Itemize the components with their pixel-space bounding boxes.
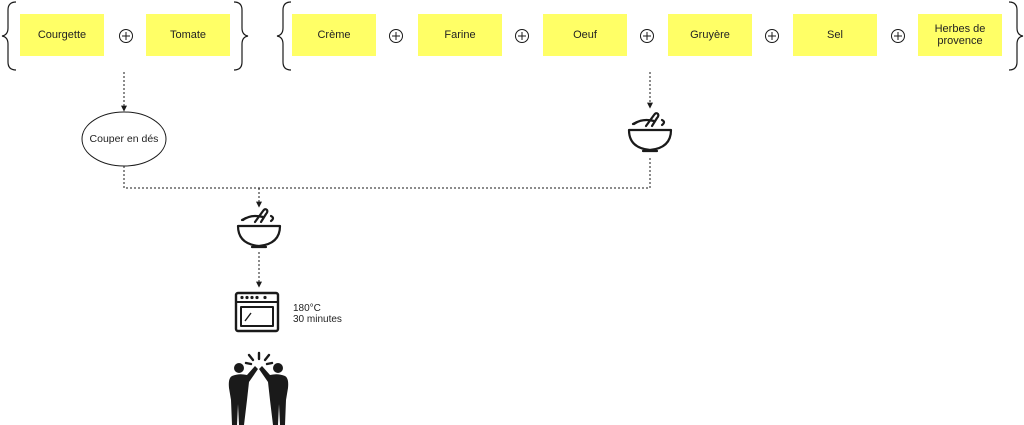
plus-icon bbox=[389, 29, 403, 43]
ingredient-creme[interactable]: Crème bbox=[292, 14, 376, 56]
oven-duration: 30 minutes bbox=[293, 314, 342, 325]
cut-step-ellipse bbox=[81, 111, 167, 167]
mixing-bowl-icon bbox=[627, 112, 673, 153]
plus-icon bbox=[765, 29, 779, 43]
ingredient-oeuf[interactable]: Oeuf bbox=[543, 14, 627, 56]
ingredient-tomate[interactable]: Tomate bbox=[146, 14, 230, 56]
plus-icon bbox=[515, 29, 529, 43]
ingredient-courgette[interactable]: Courgette bbox=[20, 14, 104, 56]
group1-left-brace bbox=[1, 1, 17, 71]
plus-icon bbox=[119, 29, 133, 43]
ingredient-sel[interactable]: Sel bbox=[793, 14, 877, 56]
ingredient-herbes-de-provence[interactable]: Herbes de provence bbox=[918, 14, 1002, 56]
group2-right-brace bbox=[1008, 1, 1024, 71]
mixing-bowl-icon bbox=[236, 208, 282, 249]
connector-merge bbox=[123, 158, 651, 189]
group1-right-brace bbox=[233, 1, 249, 71]
group2-left-brace bbox=[276, 1, 292, 71]
ingredient-farine[interactable]: Farine bbox=[418, 14, 502, 56]
high-five-icon bbox=[228, 351, 289, 425]
oven-temperature: 180°C bbox=[293, 303, 321, 314]
plus-icon bbox=[640, 29, 654, 43]
plus-icon bbox=[891, 29, 905, 43]
ingredient-gruyere[interactable]: Gruyère bbox=[668, 14, 752, 56]
cut-step-label: Couper en dés bbox=[89, 133, 159, 145]
oven-icon bbox=[234, 291, 280, 333]
